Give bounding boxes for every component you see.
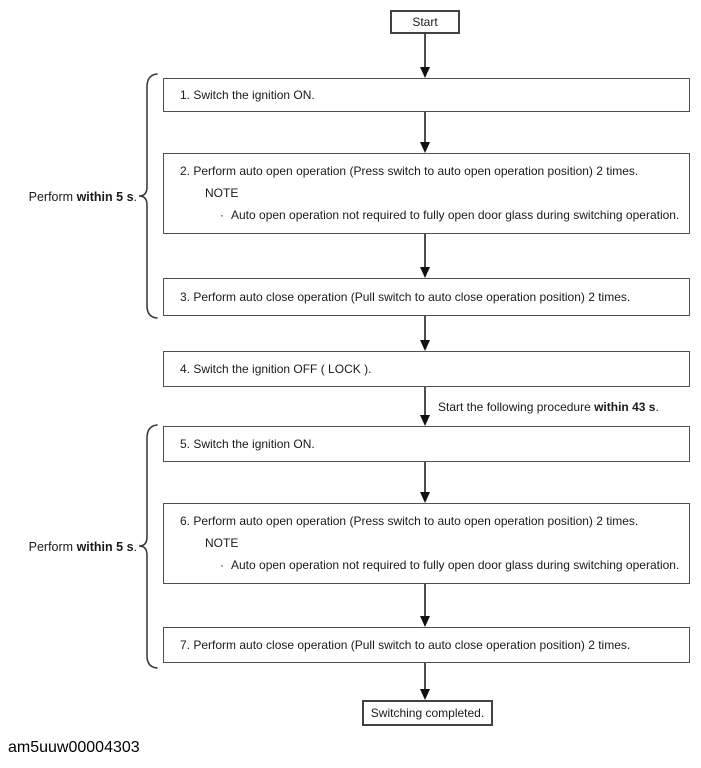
step-7-box: 7. Perform auto close operation (Pull sw… bbox=[163, 627, 690, 663]
figure-code: am5uuw00004303 bbox=[8, 739, 140, 756]
bullet-icon: · bbox=[220, 208, 224, 222]
step-2-note-label: NOTE bbox=[205, 186, 239, 200]
bullet-icon: · bbox=[220, 558, 224, 572]
step-2-note-text: Auto open operation not required to full… bbox=[231, 208, 680, 222]
step-1-box: 1. Switch the ignition ON. bbox=[163, 78, 690, 112]
arrow-annotation-suffix: . bbox=[655, 400, 659, 414]
step-3-text: 3. Perform auto close operation (Pull sw… bbox=[180, 290, 631, 304]
step-2-box: 2. Perform auto open operation (Press sw… bbox=[163, 153, 690, 234]
arrow-step1-to-step2 bbox=[420, 112, 430, 153]
end-node: Switching completed. bbox=[362, 700, 493, 726]
brace-label-perform-within-5s-top: Perform within 5 s. bbox=[18, 190, 137, 204]
step-2-note-item: · Auto open operation not required to ful… bbox=[164, 204, 689, 226]
start-node-label: Start bbox=[412, 15, 438, 29]
brace-label-suffix: . bbox=[133, 190, 137, 204]
arrow-step2-to-step3 bbox=[420, 234, 430, 278]
step-3-box: 3. Perform auto close operation (Pull sw… bbox=[163, 278, 690, 316]
end-node-label: Switching completed. bbox=[370, 706, 485, 720]
brace-steps-1-3 bbox=[138, 73, 158, 319]
step-6-box: 6. Perform auto open operation (Press sw… bbox=[163, 503, 690, 584]
brace-label-suffix: . bbox=[133, 540, 137, 554]
brace-label-prefix: Perform bbox=[28, 190, 77, 204]
arrow-annotation-prefix: Start the following procedure bbox=[438, 400, 595, 414]
arrow-step3-to-step4 bbox=[420, 316, 430, 351]
start-node: Start bbox=[390, 10, 460, 34]
step-4-text: 4. Switch the ignition OFF ( LOCK ). bbox=[180, 362, 372, 376]
arrow-start-to-step1 bbox=[420, 34, 430, 78]
step-4-box: 4. Switch the ignition OFF ( LOCK ). bbox=[163, 351, 690, 387]
step-6-note-text: Auto open operation not required to full… bbox=[231, 558, 680, 572]
arrow-annotation-within-43s: Start the following procedure within 43 … bbox=[438, 400, 659, 414]
step-1-text: 1. Switch the ignition ON. bbox=[180, 88, 315, 102]
arrow-step5-to-step6 bbox=[420, 462, 430, 503]
brace-label-prefix: Perform bbox=[28, 540, 77, 554]
brace-label-perform-within-5s-bottom: Perform within 5 s. bbox=[18, 540, 137, 554]
arrow-step6-to-step7 bbox=[420, 584, 430, 627]
step-6-note-label: NOTE bbox=[205, 536, 239, 550]
arrow-annotation-bold: within 43 s bbox=[594, 400, 656, 414]
brace-label-bold: within 5 s bbox=[76, 540, 134, 554]
step-6-note-item: · Auto open operation not required to ful… bbox=[164, 554, 689, 576]
step-5-text: 5. Switch the ignition ON. bbox=[180, 437, 315, 451]
step-7-text: 7. Perform auto close operation (Pull sw… bbox=[180, 638, 631, 652]
step-5-box: 5. Switch the ignition ON. bbox=[163, 426, 690, 462]
brace-steps-5-7 bbox=[138, 424, 158, 669]
step-2-text: 2. Perform auto open operation (Press sw… bbox=[180, 164, 639, 178]
arrow-step4-to-step5 bbox=[420, 387, 430, 426]
brace-label-bold: within 5 s bbox=[76, 190, 134, 204]
arrow-step7-to-end bbox=[420, 663, 430, 700]
step-6-text: 6. Perform auto open operation (Press sw… bbox=[180, 514, 639, 528]
